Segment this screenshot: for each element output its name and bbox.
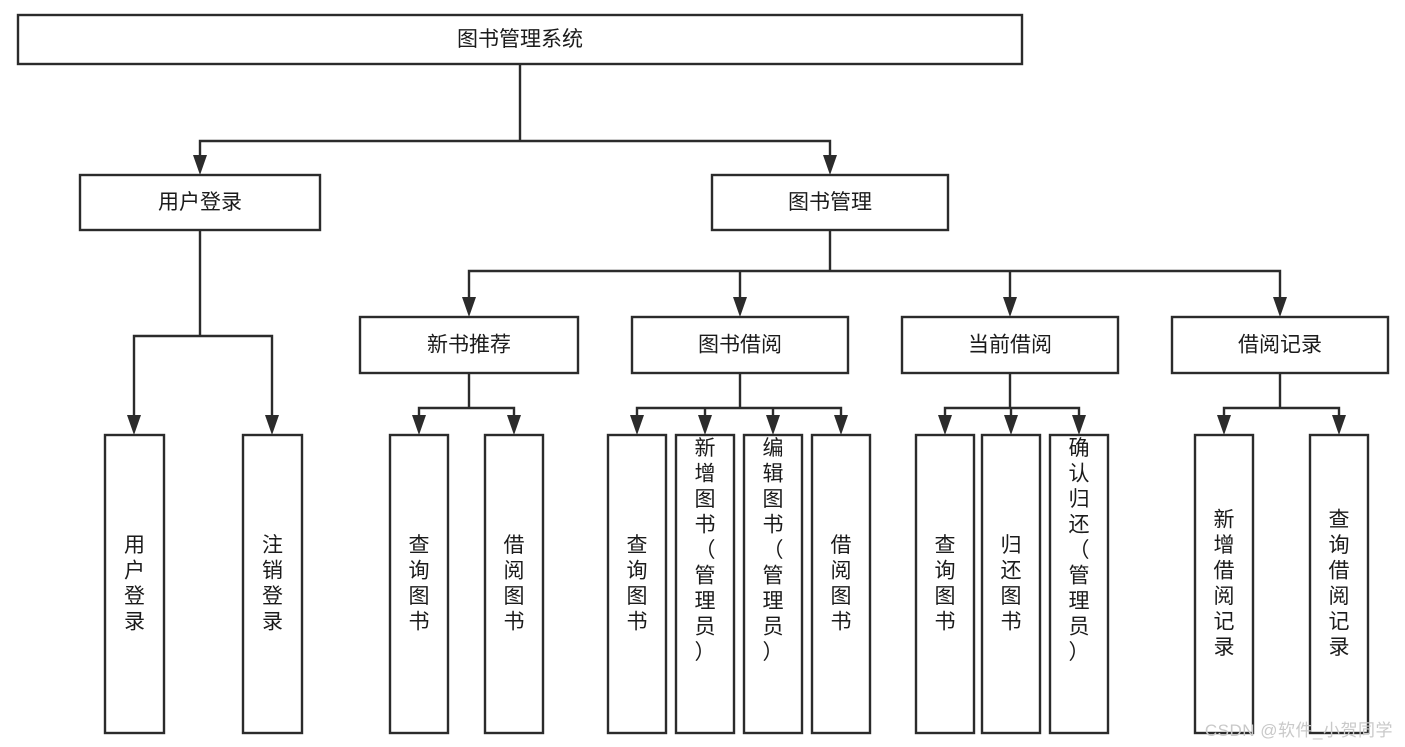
node-leaf-return-book[interactable]: 归还图书 [980, 433, 1042, 735]
node-box-leaf-borrow-book-rec[interactable] [483, 433, 545, 735]
node-label-leaf-add-book-admin: 新增图书（管理员） [695, 437, 716, 664]
node-label-new-book-recommend: 新书推荐 [427, 334, 511, 357]
connector-path [635, 371, 843, 421]
arrow-head-0 [193, 155, 207, 175]
arrow-head-2 [1072, 415, 1086, 435]
node-user-login[interactable]: 用户登录 [78, 173, 322, 232]
node-leaf-query-book-rec[interactable]: 查询图书 [388, 433, 450, 735]
arrow-head-3 [1273, 297, 1287, 317]
arrow-head-1 [265, 415, 279, 435]
node-leaf-logout-login[interactable]: 注销登录 [241, 433, 304, 735]
node-box-current-borrow[interactable] [900, 315, 1120, 375]
connector-user-login-to-leaves [127, 228, 279, 435]
node-box-leaf-query-book-rec[interactable] [388, 433, 450, 735]
node-box-leaf-query-borrow-record[interactable] [1308, 433, 1370, 735]
node-new-book-recommend[interactable]: 新书推荐 [358, 315, 580, 375]
node-leaf-query-borrow-record[interactable]: 查询借阅记录 [1308, 433, 1370, 735]
node-label-book-borrow: 图书借阅 [698, 334, 782, 357]
node-leaf-borrow-book-rec[interactable]: 借阅图书 [483, 433, 545, 735]
connector-record-to-leaves [1217, 371, 1346, 435]
node-label-current-borrow: 当前借阅 [968, 334, 1052, 357]
node-label-leaf-edit-book-admin: 编辑图书（管理员） [763, 437, 784, 664]
node-box-leaf-edit-book-admin[interactable] [742, 433, 804, 735]
node-box-root[interactable] [16, 13, 1024, 66]
connector-layer [127, 62, 1346, 435]
arrow-head-2 [1003, 297, 1017, 317]
node-box-leaf-borrow-book[interactable] [810, 433, 872, 735]
arrow-head-1 [733, 297, 747, 317]
connector-root-to-level1 [193, 62, 837, 175]
arrow-head-2 [766, 415, 780, 435]
node-book-manage[interactable]: 图书管理 [710, 173, 950, 232]
node-label-leaf-query-book-rec: 查询图书 [409, 534, 430, 634]
node-box-book-borrow[interactable] [630, 315, 850, 375]
connector-path [467, 228, 1282, 303]
arrow-head-1 [823, 155, 837, 175]
arrow-head-0 [1217, 415, 1231, 435]
arrow-head-3 [834, 415, 848, 435]
arrow-head-0 [938, 415, 952, 435]
connector-path [943, 371, 1081, 421]
connector-path [1222, 371, 1341, 421]
node-label-root: 图书管理系统 [457, 28, 583, 51]
node-label-leaf-query-borrow-record: 查询借阅记录 [1329, 509, 1350, 660]
node-leaf-query-book-current[interactable]: 查询图书 [914, 433, 976, 735]
connector-borrow-to-leaves [630, 371, 848, 435]
connector-path [132, 228, 274, 421]
arrow-head-0 [462, 297, 476, 317]
node-label-leaf-user-login: 用户登录 [124, 534, 145, 634]
connector-recommend-to-leaves [412, 371, 521, 435]
node-box-new-book-recommend[interactable] [358, 315, 580, 375]
arrow-head-0 [630, 415, 644, 435]
connector-path [417, 371, 516, 421]
node-label-leaf-return-book: 归还图书 [1001, 534, 1022, 634]
node-layer: 图书管理系统用户登录图书管理新书推荐图书借阅当前借阅借阅记录用户登录注销登录查询… [16, 13, 1390, 735]
node-leaf-borrow-book[interactable]: 借阅图书 [810, 433, 872, 735]
connector-book-manage-to-level2 [462, 228, 1287, 317]
node-root[interactable]: 图书管理系统 [16, 13, 1024, 66]
node-leaf-add-borrow-record[interactable]: 新增借阅记录 [1193, 433, 1255, 735]
node-leaf-edit-book-admin[interactable]: 编辑图书（管理员） [742, 433, 804, 735]
arrow-head-0 [412, 415, 426, 435]
node-label-leaf-add-borrow-record: 新增借阅记录 [1214, 509, 1235, 660]
node-label-leaf-confirm-return-admin: 确认归还（管理员） [1069, 437, 1090, 664]
node-leaf-query-book-borrow[interactable]: 查询图书 [606, 433, 668, 735]
node-box-leaf-query-book-current[interactable] [914, 433, 976, 735]
node-box-borrow-record[interactable] [1170, 315, 1390, 375]
node-label-leaf-logout-login: 注销登录 [262, 534, 283, 634]
connector-path [198, 62, 832, 161]
node-borrow-record[interactable]: 借阅记录 [1170, 315, 1390, 375]
node-box-leaf-user-login[interactable] [103, 433, 166, 735]
node-label-leaf-borrow-book-rec: 借阅图书 [504, 534, 525, 634]
node-label-book-manage: 图书管理 [788, 191, 872, 214]
node-label-borrow-record: 借阅记录 [1238, 334, 1322, 357]
node-box-leaf-add-book-admin[interactable] [674, 433, 736, 735]
node-box-user-login[interactable] [78, 173, 322, 232]
arrow-head-1 [507, 415, 521, 435]
node-leaf-user-login[interactable]: 用户登录 [103, 433, 166, 735]
node-label-leaf-borrow-book: 借阅图书 [831, 534, 852, 634]
connector-current-to-leaves [938, 371, 1086, 435]
node-box-leaf-query-book-borrow[interactable] [606, 433, 668, 735]
node-label-leaf-query-book-borrow: 查询图书 [627, 534, 648, 634]
node-box-leaf-confirm-return-admin[interactable] [1048, 433, 1110, 735]
node-leaf-add-book-admin[interactable]: 新增图书（管理员） [674, 433, 736, 735]
arrow-head-1 [1332, 415, 1346, 435]
node-box-leaf-logout-login[interactable] [241, 433, 304, 735]
node-label-user-login: 用户登录 [158, 191, 242, 214]
node-book-borrow[interactable]: 图书借阅 [630, 315, 850, 375]
node-label-leaf-query-book-current: 查询图书 [935, 534, 956, 634]
node-leaf-confirm-return-admin[interactable]: 确认归还（管理员） [1048, 433, 1110, 735]
arrow-head-0 [127, 415, 141, 435]
node-box-leaf-return-book[interactable] [980, 433, 1042, 735]
csdn-watermark: CSDN @软件_小贺同学 [1204, 721, 1393, 740]
node-current-borrow[interactable]: 当前借阅 [900, 315, 1120, 375]
node-box-leaf-add-borrow-record[interactable] [1193, 433, 1255, 735]
arrow-head-1 [698, 415, 712, 435]
node-box-book-manage[interactable] [710, 173, 950, 232]
arrow-head-1 [1004, 415, 1018, 435]
